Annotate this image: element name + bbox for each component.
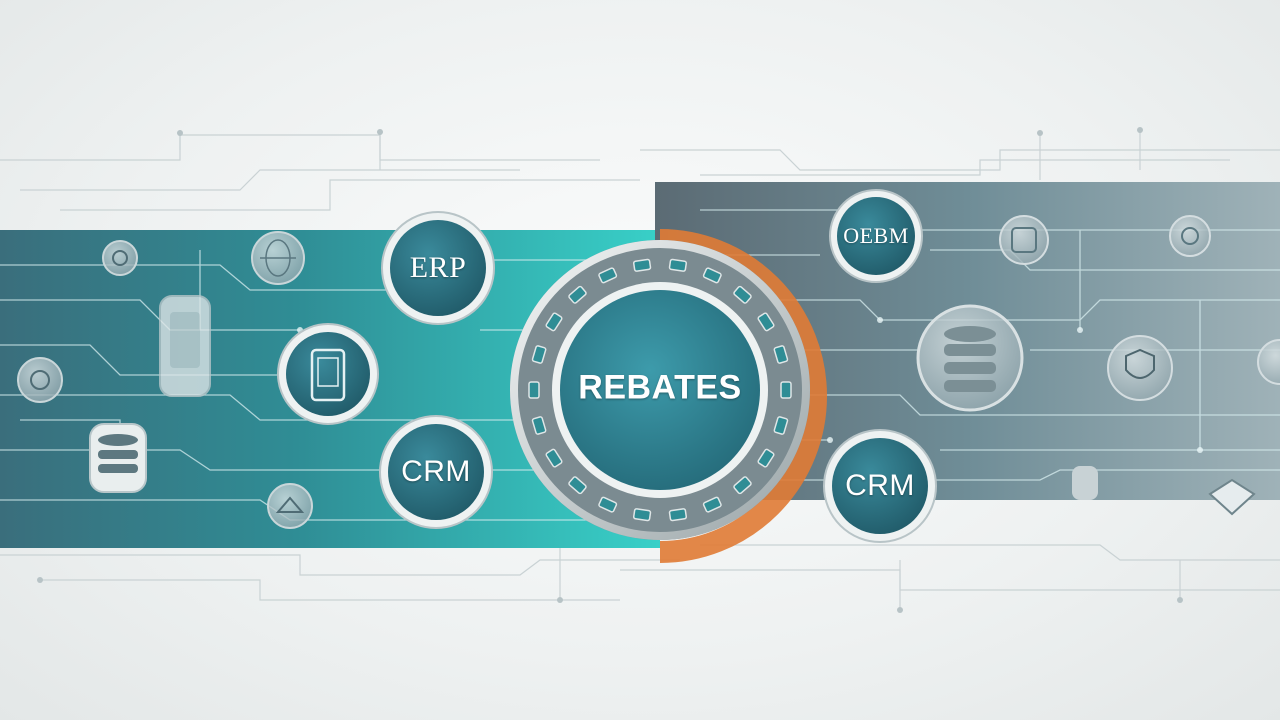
gear-tooth: [545, 312, 563, 332]
gear-tooth: [545, 448, 563, 468]
network-icon: [267, 483, 313, 529]
gear-tooth: [733, 476, 752, 495]
rebates-hub: [510, 229, 827, 563]
gear-tooth: [531, 416, 547, 435]
crm-node-right: [823, 429, 937, 543]
ring-icon: [1169, 215, 1211, 257]
oebm-node: [829, 189, 923, 283]
database-icon-large: [916, 304, 1024, 412]
gear-tooth: [702, 267, 722, 284]
gear-tooth: [780, 381, 792, 399]
gear-tooth: [773, 345, 789, 364]
gear-tooth: [632, 508, 652, 522]
gear-tooth: [733, 285, 752, 304]
background-circuit-dots: [37, 127, 1183, 613]
gear-tooth: [531, 345, 547, 364]
erp-node: [381, 211, 495, 325]
gear-tooth: [757, 448, 775, 468]
gear-tooth: [632, 258, 652, 272]
chip-icon: [999, 215, 1049, 265]
hub-gear-teeth: [528, 258, 792, 522]
gear-tooth: [528, 381, 540, 399]
gear-tooth: [668, 508, 688, 522]
cylinder-icon: [1072, 466, 1098, 500]
partial-icon-edge: [1257, 339, 1280, 385]
gear-tooth: [702, 496, 722, 513]
gear-tooth: [568, 476, 587, 495]
target-icon: [17, 357, 63, 403]
phone-icon: [159, 295, 211, 397]
gear-tooth: [668, 258, 688, 272]
crm-node-left: [379, 415, 493, 529]
shield-icon: [1107, 335, 1173, 401]
phone-node: [277, 323, 379, 425]
gear-tooth: [568, 285, 587, 304]
gear-tooth: [598, 267, 618, 284]
mobile-phone-icon: [310, 348, 346, 402]
gear-tooth: [773, 416, 789, 435]
background-circuit-lines: [0, 130, 1280, 610]
database-icon: [89, 423, 147, 493]
diamond-icon: [1208, 478, 1256, 516]
globe-icon: [251, 231, 305, 285]
gear-icon: [102, 240, 138, 276]
gear-tooth: [757, 312, 775, 332]
gear-tooth: [598, 496, 618, 513]
